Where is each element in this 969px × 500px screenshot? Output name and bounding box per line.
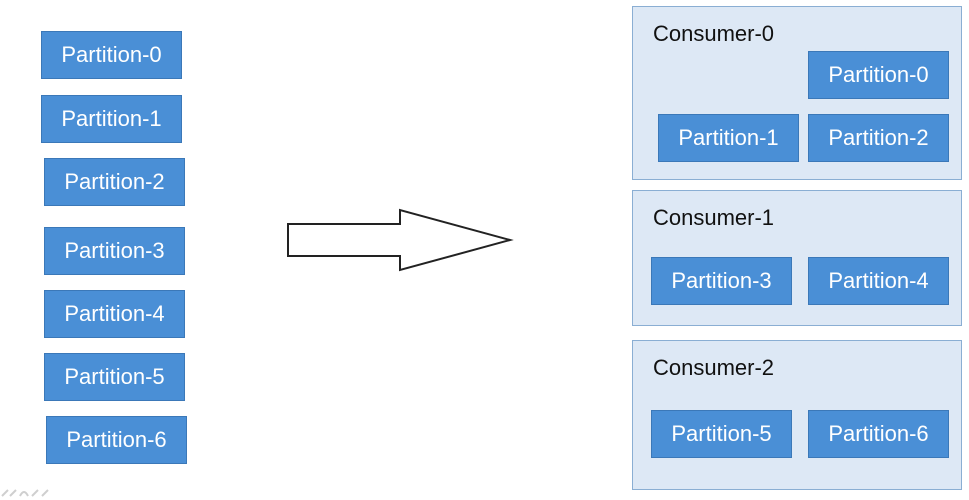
source-partition-6: Partition-6	[46, 416, 187, 464]
consumer-title: Consumer-2	[653, 355, 775, 380]
source-partition-1: Partition-1	[41, 95, 182, 143]
assigned-partition: Partition-0	[808, 51, 949, 99]
consumer-title: Consumer-0	[653, 21, 775, 46]
assigned-partition: Partition-4	[808, 257, 949, 305]
source-partition-4: Partition-4	[44, 290, 185, 338]
consumer-group-0: Consumer-0 Partition-0 Partition-1 Parti…	[632, 6, 962, 180]
source-partition-5: Partition-5	[44, 353, 185, 401]
assigned-partition: Partition-2	[808, 114, 949, 162]
source-partition-3: Partition-3	[44, 227, 185, 275]
watermark-logo-icon	[1, 489, 49, 497]
consumer-group-2: Consumer-2 Partition-5 Partition-6	[632, 340, 962, 490]
assigned-partition: Partition-3	[651, 257, 792, 305]
assigned-partition: Partition-1	[658, 114, 799, 162]
consumer-group-1: Consumer-1 Partition-3 Partition-4	[632, 190, 962, 326]
assigned-partition: Partition-5	[651, 410, 792, 458]
right-arrow-icon	[287, 208, 514, 272]
source-partition-2: Partition-2	[44, 158, 185, 206]
source-partition-0: Partition-0	[41, 31, 182, 79]
consumer-title: Consumer-1	[653, 205, 775, 230]
assigned-partition: Partition-6	[808, 410, 949, 458]
